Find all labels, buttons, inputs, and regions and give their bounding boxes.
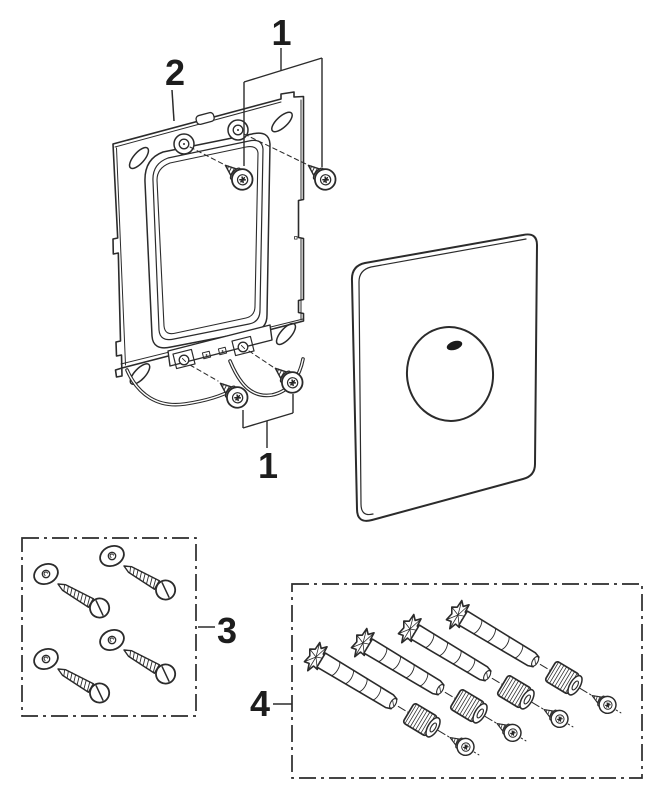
- screw-alignment-lines: [189, 133, 307, 382]
- frame-clip-tab: [195, 111, 215, 126]
- screw-hole: [232, 124, 244, 136]
- flush-plate-icon: [350, 233, 538, 522]
- brand-logo: [446, 340, 463, 351]
- callout-top-screws-label: 1: [271, 12, 291, 53]
- frame-bottom-bar: [167, 324, 273, 367]
- callout-frame: 2: [165, 52, 185, 122]
- washer-screw-icon: [29, 644, 114, 708]
- frame-spring-wires: [125, 357, 305, 407]
- washer-screw-icon: [29, 559, 114, 623]
- fixing-screw-icon: [212, 374, 253, 413]
- frame-back-plate: [112, 91, 305, 378]
- frame-slot: [129, 363, 151, 385]
- frame-slot: [271, 111, 293, 133]
- callout-screw-kit-label: 3: [217, 610, 237, 651]
- washer-screw-icon: [95, 625, 180, 689]
- kit-boundary: [21, 537, 197, 717]
- callout-bottom-screws: 1: [242, 394, 294, 486]
- mounting-frame-icon: [112, 91, 341, 413]
- callout-bottom-screws-label: 1: [258, 445, 278, 486]
- frame-slot: [128, 146, 150, 170]
- callout-extension-kit-label: 4: [250, 683, 270, 724]
- screw-kit-box: 3: [21, 537, 237, 717]
- callout-frame-label: 2: [165, 52, 185, 93]
- flush-button: [405, 326, 495, 422]
- screw-hole: [178, 138, 190, 150]
- extension-kit-box: 4: [250, 583, 643, 779]
- fixing-screw-icon: [300, 156, 341, 195]
- callout-top-screws: 1: [243, 12, 323, 167]
- frame-slot: [275, 322, 297, 346]
- kit-boundary: [291, 583, 643, 779]
- washer-screw-icon: [95, 541, 180, 605]
